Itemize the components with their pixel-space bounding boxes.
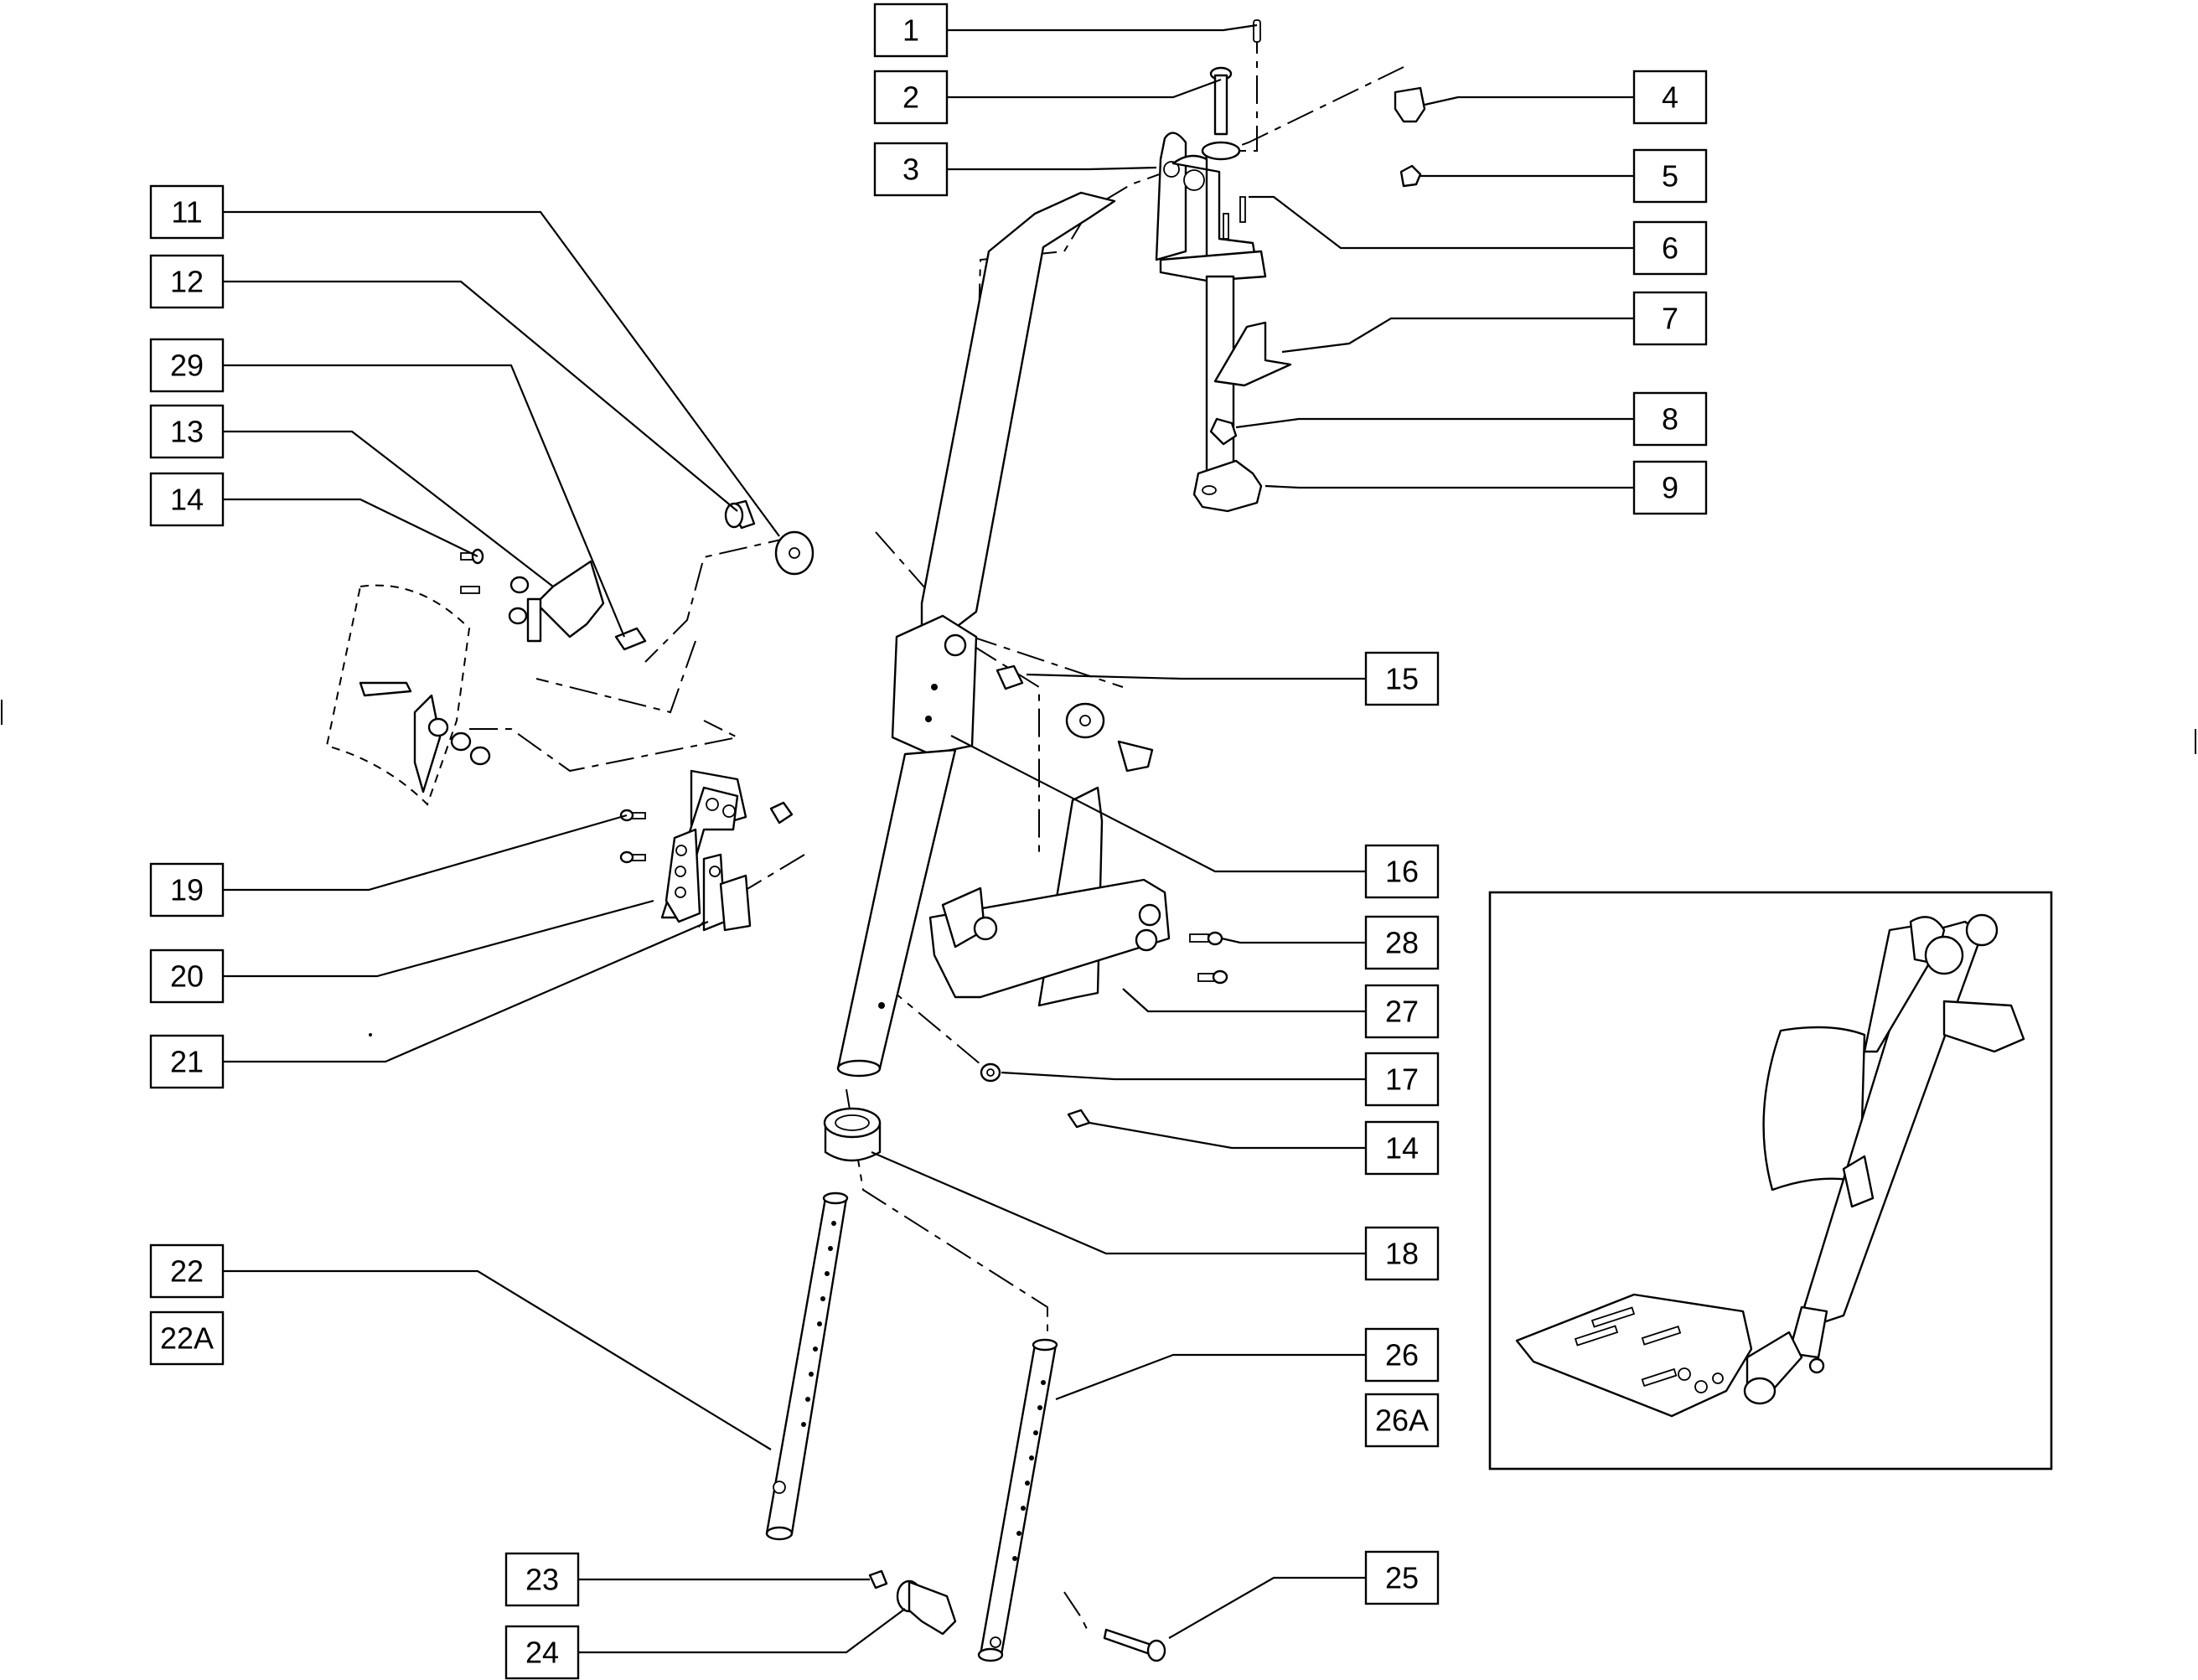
callout-label: 17 [1385, 1062, 1419, 1097]
callout-label: 7 [1662, 302, 1678, 336]
callout-label: 16 [1385, 855, 1419, 889]
callout-c25: 25 [1364, 1550, 1440, 1605]
top-bracket-assembly [1155, 19, 1426, 513]
callout-label: 4 [1662, 80, 1678, 115]
callout-label: 13 [170, 415, 204, 449]
callout-label: 9 [1662, 471, 1678, 505]
callout-label: 18 [1385, 1237, 1419, 1271]
callout-label: 27 [1385, 995, 1419, 1029]
lower-hardware [868, 1569, 1166, 1662]
callout-c1: 1 [873, 3, 949, 58]
callout-label: 29 [170, 349, 204, 383]
callout-label: 26 [1385, 1338, 1419, 1372]
callout-label: 23 [525, 1563, 559, 1597]
callout-c12: 12 [149, 254, 225, 309]
callout-c23: 23 [504, 1552, 580, 1607]
callout-c26: 26 [1364, 1327, 1440, 1383]
callout-c19: 19 [149, 862, 225, 918]
assembled-view-inset [1488, 891, 2053, 1471]
callout-c14b: 14 [1364, 1120, 1440, 1176]
callout-label: 2 [902, 80, 919, 115]
callout-c5: 5 [1632, 148, 1708, 204]
callout-label: 5 [1662, 159, 1678, 194]
calf-pad-assembly [325, 548, 794, 932]
callout-label: 14 [1385, 1131, 1419, 1166]
footplate-assembly [928, 786, 1228, 1007]
callout-label: 1 [902, 13, 919, 48]
callout-c2: 2 [873, 70, 949, 125]
callout-c4: 4 [1632, 70, 1708, 125]
callout-c29: 29 [149, 338, 225, 393]
callout-label: 3 [902, 152, 919, 187]
callout-c6: 6 [1632, 220, 1708, 276]
callout-c18: 18 [1364, 1226, 1440, 1281]
callout-c17: 17 [1364, 1052, 1440, 1107]
callout-label: 26A [1375, 1403, 1429, 1438]
stray-dot [369, 1033, 372, 1036]
callout-c20: 20 [149, 949, 225, 1004]
callout-label: 28 [1385, 926, 1419, 960]
callout-c22: 22 [149, 1243, 225, 1299]
callout-label: 12 [170, 265, 204, 299]
callout-c28: 28 [1364, 915, 1440, 970]
callout-c21: 21 [149, 1034, 225, 1089]
callout-c13: 13 [149, 404, 225, 459]
callout-c27: 27 [1364, 984, 1440, 1039]
callout-label: 21 [170, 1045, 204, 1079]
extension-tubes [765, 1192, 1058, 1662]
callout-label: 14 [170, 483, 204, 517]
callout-label: 15 [1385, 662, 1419, 696]
callout-c24: 24 [504, 1625, 580, 1680]
callout-c8: 8 [1632, 391, 1708, 447]
callout-label: 6 [1662, 231, 1678, 266]
callout-label: 24 [525, 1636, 559, 1670]
callout-c22a: 22A [149, 1310, 225, 1366]
callout-c3: 3 [873, 142, 949, 197]
hanger-tube [836, 191, 1116, 1078]
callout-label: 20 [170, 959, 204, 994]
callout-c11: 11 [149, 184, 225, 240]
leader-lines [223, 23, 1634, 1654]
callout-c26a: 26A [1364, 1393, 1440, 1448]
callout-label: 22 [170, 1254, 204, 1289]
callout-c14a: 14 [149, 472, 225, 527]
callout-label: 19 [170, 873, 204, 907]
callout-c15: 15 [1364, 651, 1440, 706]
callout-label: 22A [160, 1321, 214, 1356]
hinge-hardware [724, 499, 1154, 773]
callout-label: 25 [1385, 1561, 1419, 1595]
callout-c9: 9 [1632, 460, 1708, 515]
bushing [823, 1107, 882, 1162]
callout-label: 8 [1662, 402, 1678, 437]
washer-screw [980, 1062, 1091, 1129]
callout-c7: 7 [1632, 291, 1708, 346]
callout-c16: 16 [1364, 844, 1440, 899]
callout-label: 11 [171, 195, 202, 230]
